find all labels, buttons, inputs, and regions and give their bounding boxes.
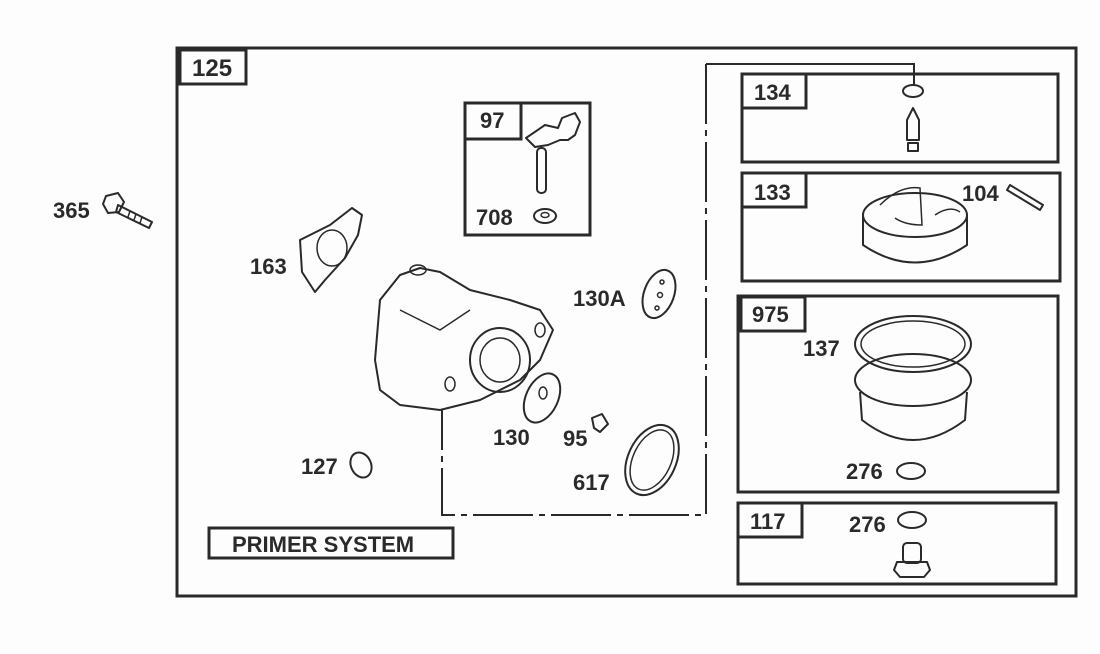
inset-134-frame: [740, 72, 1060, 164]
primer-system-label: PRIMER SYSTEM: [232, 532, 414, 557]
float-pin-icon: [1006, 184, 1044, 211]
inset-133[interactable]: 133 104: [740, 171, 1062, 283]
plug-127[interactable]: 127: [301, 449, 376, 481]
inset-117-frame: [736, 501, 1058, 586]
gasket-icon: [299, 207, 363, 293]
diaphragm-130-icon: [522, 372, 562, 424]
diaphragm-130a-icon: [641, 268, 677, 320]
main-frame: [175, 46, 1078, 598]
diaphragm-hole-icon: [656, 291, 664, 299]
inset-97-label-box: [463, 101, 523, 141]
washer-276-plug-icon: [897, 511, 927, 529]
needle-leader-line: [706, 63, 915, 85]
washer-708-label: 708: [476, 205, 513, 230]
inset-134-label-box: [740, 72, 808, 110]
oring-inner-icon: [629, 429, 675, 491]
washer-708-hole-icon: [540, 211, 550, 219]
assembly-leader-line: [441, 64, 707, 516]
gasket-163[interactable]: 163: [250, 207, 363, 293]
diaphragm-130a[interactable]: 130A: [573, 265, 682, 322]
gasket-hole-icon: [316, 229, 348, 267]
bolt-365-label: 365: [53, 198, 90, 223]
inset-134-label: 134: [754, 80, 791, 105]
plug-127-label: 127: [301, 454, 338, 479]
carburetor-body-icon: [374, 264, 554, 411]
diaphragm-130[interactable]: 130: [493, 368, 567, 450]
needle-seat-icon: [902, 84, 924, 98]
oring-icon: [624, 423, 680, 497]
inset-117-label-box: [736, 501, 804, 539]
inset-975[interactable]: 975 137 276: [736, 294, 1060, 494]
washer-276-bowl-label: 276: [846, 459, 883, 484]
bowl-nut-icon: [893, 542, 931, 578]
inset-97-frame: [463, 101, 592, 237]
inset-97-label: 97: [480, 108, 504, 133]
inset-97[interactable]: 97 708: [463, 101, 592, 237]
washer-276-plug-label: 276: [849, 512, 886, 537]
primer-system-callout[interactable]: PRIMER SYSTEM: [207, 526, 455, 560]
screw-95-label: 95: [563, 426, 587, 451]
inset-133-label: 133: [754, 180, 791, 205]
washer-276-bowl-icon: [896, 462, 926, 480]
pin-104-label: 104: [962, 181, 999, 206]
oring-617-label: 617: [573, 470, 610, 495]
diaphragm-hole-icon: [538, 386, 548, 400]
float-icon: [862, 186, 968, 264]
inlet-needle-icon: [906, 107, 920, 152]
group-125-callout[interactable]: 125: [178, 48, 248, 86]
inset-975-label: 975: [752, 302, 789, 327]
screw-95[interactable]: 95: [563, 413, 609, 451]
inset-975-frame: [736, 294, 1060, 494]
screw-icon: [591, 413, 609, 433]
bolt-365[interactable]: 365: [53, 192, 153, 229]
diaphragm-hole-icon: [659, 279, 665, 285]
oring-617[interactable]: 617: [573, 416, 689, 503]
group-125-box: [178, 48, 248, 86]
fuel-bowl-icon: [854, 315, 972, 441]
diaphragm-130a-label: 130A: [573, 286, 626, 311]
inset-133-label-box: [740, 171, 808, 209]
diaphragm-130-label: 130: [493, 425, 530, 450]
bolt-icon: [102, 192, 153, 229]
washer-708-icon: [533, 208, 557, 224]
inset-133-frame: [740, 171, 1062, 283]
inset-117[interactable]: 117 276: [736, 501, 1058, 586]
diaphragm-hole-icon: [654, 305, 660, 311]
inset-134[interactable]: 134: [740, 72, 1060, 164]
group-125-label: 125: [192, 55, 232, 82]
primer-system-box: [207, 526, 455, 560]
inset-975-label-box: [739, 295, 807, 333]
ring-137-label: 137: [803, 336, 840, 361]
primer-lever-icon: [525, 112, 581, 194]
inset-117-label: 117: [750, 509, 786, 534]
welch-plug-icon: [349, 451, 373, 479]
gasket-163-label: 163: [250, 254, 287, 279]
